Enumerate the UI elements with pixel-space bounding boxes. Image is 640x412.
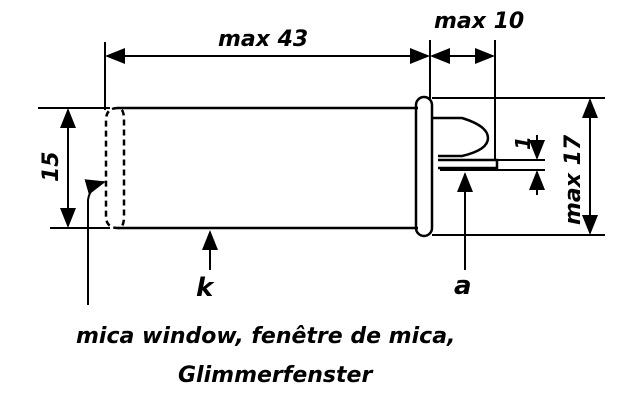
dim-pin-length: max 10 [434,9,524,34]
label-cathode: k [196,273,215,303]
dim-flange-diameter: max 17 [561,134,586,225]
caption-line1: mica window, fenêtre de mica, [76,324,455,349]
dim-pin-offset: 1 [511,136,535,150]
label-anode: a [454,271,472,301]
extension-lines [38,40,605,236]
dim-body-diameter: 15 [39,151,64,182]
caption-line2: Glimmerfenster [178,363,373,388]
mica-window-leader [84,179,106,305]
tube-body [104,95,499,238]
dim-overall-length: max 43 [218,27,308,52]
